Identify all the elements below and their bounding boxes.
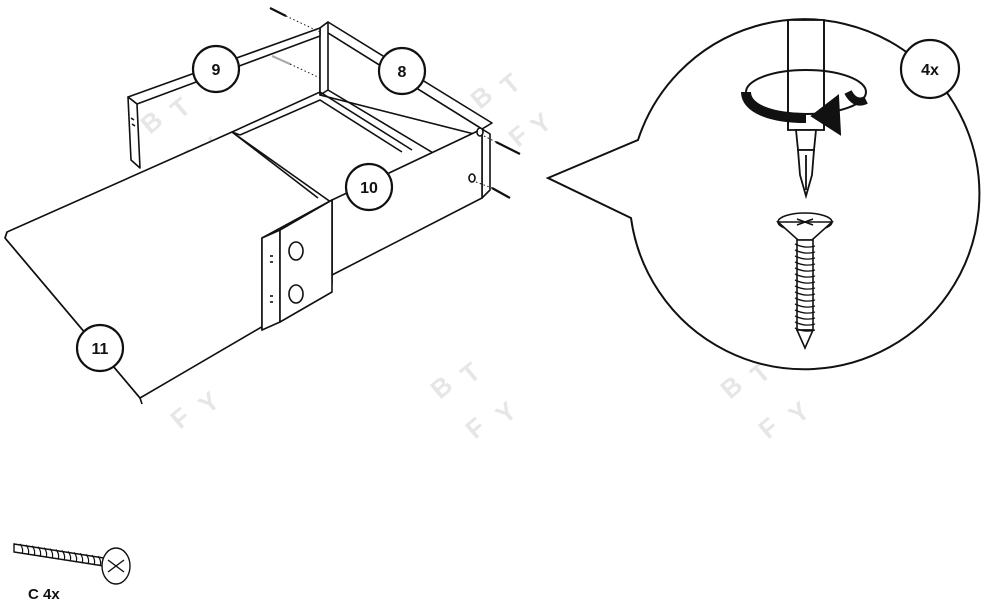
side-panel-right [261, 127, 491, 331]
thread-line [794, 255, 816, 260]
thread-line [794, 297, 816, 302]
thread-line [97, 555, 102, 567]
thread-line [61, 550, 66, 561]
callout-part-9: 9 [191, 44, 241, 94]
watermark-letter: T [165, 91, 197, 124]
thread-line [73, 551, 78, 563]
callout-quantity: 4x [899, 38, 961, 100]
thread-line [794, 315, 816, 320]
hardware-label: C 4x [28, 586, 60, 603]
thread-line [794, 243, 816, 248]
thread-line [91, 554, 96, 566]
thread-line [794, 273, 816, 278]
hardware-screw-thread [19, 543, 102, 567]
thread-line [85, 553, 90, 565]
thread-line [67, 551, 72, 562]
assembly-screws [269, 7, 521, 199]
thread-line [794, 267, 816, 272]
thread-line [794, 249, 816, 254]
watermark-letter: T [455, 356, 487, 389]
callout-part-8: 8 [377, 46, 427, 96]
thread-line [794, 279, 816, 284]
watermark-letter: F [165, 401, 196, 434]
thread-line [43, 547, 48, 558]
screw-thread [794, 243, 816, 332]
callout-label: 11 [92, 341, 109, 358]
thread-line [19, 543, 24, 555]
watermark-letter: Y [490, 395, 523, 429]
callout-part-11: 11 [75, 323, 125, 373]
watermark-letter: B [135, 105, 169, 140]
callout-label: 8 [398, 64, 407, 81]
thread-line [794, 285, 816, 290]
callout-part-10: 10 [344, 162, 394, 212]
thread-line [25, 544, 30, 556]
watermark-letter: B [715, 370, 749, 405]
thread-line [55, 549, 60, 560]
callout-label: 10 [360, 180, 378, 197]
watermark-letter: Y [193, 385, 226, 419]
thread-line [794, 303, 816, 308]
thread-line [794, 309, 816, 314]
thread-line [794, 261, 816, 266]
quantity-label: 4x [921, 62, 939, 79]
thread-line [37, 546, 42, 557]
hardware-screw-icon [13, 543, 131, 585]
watermark-letter: B [425, 370, 459, 405]
thread-line [794, 327, 816, 332]
watermark-letter: Y [783, 395, 816, 429]
watermark-letter: T [495, 67, 527, 100]
thread-line [79, 552, 84, 564]
thread-line [49, 548, 54, 559]
callout-label: 9 [212, 62, 221, 79]
thread-line [794, 291, 816, 296]
rotate-arrow-icon [741, 69, 868, 136]
watermark-letter: F [753, 411, 784, 444]
watermark-letter: Y [525, 106, 558, 140]
thread-line [794, 321, 816, 326]
detail-bubble [545, 18, 981, 371]
watermark-letter: F [460, 411, 491, 444]
thread-line [31, 545, 36, 557]
